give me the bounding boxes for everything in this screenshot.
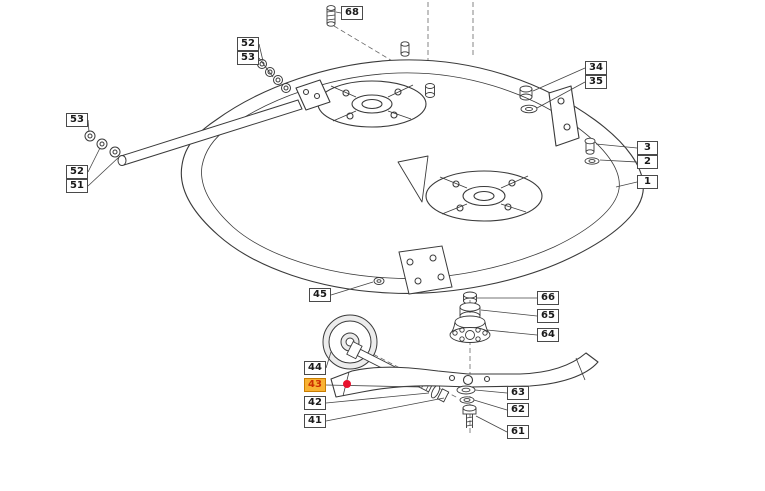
part-label-1[interactable]: 1 bbox=[637, 175, 658, 189]
part-label-52-top[interactable]: 52 bbox=[237, 37, 259, 51]
part-label-34[interactable]: 34 bbox=[585, 61, 607, 75]
bolt-68 bbox=[326, 5, 336, 27]
selected-part-marker bbox=[343, 380, 351, 388]
part-label-64[interactable]: 64 bbox=[537, 328, 559, 342]
part-label-61[interactable]: 61 bbox=[507, 425, 529, 439]
part-label-44[interactable]: 44 bbox=[304, 361, 326, 375]
washer-62 bbox=[459, 396, 475, 404]
arm-washers-left bbox=[84, 130, 121, 158]
deck-stud-1 bbox=[400, 41, 410, 57]
bushing-65 bbox=[459, 302, 481, 321]
part-label-42[interactable]: 42 bbox=[304, 396, 326, 410]
bracket-45 bbox=[398, 245, 453, 295]
part-label-66[interactable]: 66 bbox=[537, 291, 559, 305]
spacer-34 bbox=[519, 85, 533, 101]
bolt-3 bbox=[584, 137, 596, 155]
part-label-52-left[interactable]: 52 bbox=[66, 165, 88, 179]
part-label-3[interactable]: 3 bbox=[637, 141, 658, 155]
blade-hub-64 bbox=[449, 315, 491, 343]
part-label-43-selected[interactable]: 43 bbox=[304, 378, 326, 392]
pulley-44 bbox=[322, 314, 378, 370]
part-label-68[interactable]: 68 bbox=[341, 6, 363, 20]
part-label-45[interactable]: 45 bbox=[309, 288, 331, 302]
part-label-53-top[interactable]: 53 bbox=[237, 51, 259, 65]
washer-2 bbox=[584, 157, 600, 165]
bracket-rear bbox=[548, 85, 580, 147]
part-label-65[interactable]: 65 bbox=[537, 309, 559, 323]
part-label-53-left[interactable]: 53 bbox=[66, 113, 88, 127]
bracket-center bbox=[397, 155, 429, 203]
deck-inner-lip bbox=[201, 72, 620, 279]
spindle-left bbox=[317, 80, 427, 128]
pin-45 bbox=[373, 277, 385, 285]
spindle-right bbox=[425, 170, 543, 222]
bolt-61 bbox=[462, 404, 477, 428]
deck-shell bbox=[180, 41, 644, 294]
nut-66 bbox=[463, 291, 477, 305]
part-label-35[interactable]: 35 bbox=[585, 75, 607, 89]
part-label-51[interactable]: 51 bbox=[66, 179, 88, 193]
lift-arm bbox=[84, 59, 303, 166]
part-label-41[interactable]: 41 bbox=[304, 414, 326, 428]
washer-63 bbox=[456, 385, 476, 395]
deck-outline bbox=[180, 59, 644, 294]
bracket-front-left bbox=[295, 79, 331, 111]
part-label-63[interactable]: 63 bbox=[507, 386, 529, 400]
blade bbox=[330, 352, 599, 398]
part-label-62[interactable]: 62 bbox=[507, 403, 529, 417]
washer-35 bbox=[520, 104, 538, 114]
leader-lines bbox=[87, 11, 638, 433]
deck-stud-2 bbox=[425, 83, 435, 98]
part-label-2[interactable]: 2 bbox=[637, 155, 658, 169]
